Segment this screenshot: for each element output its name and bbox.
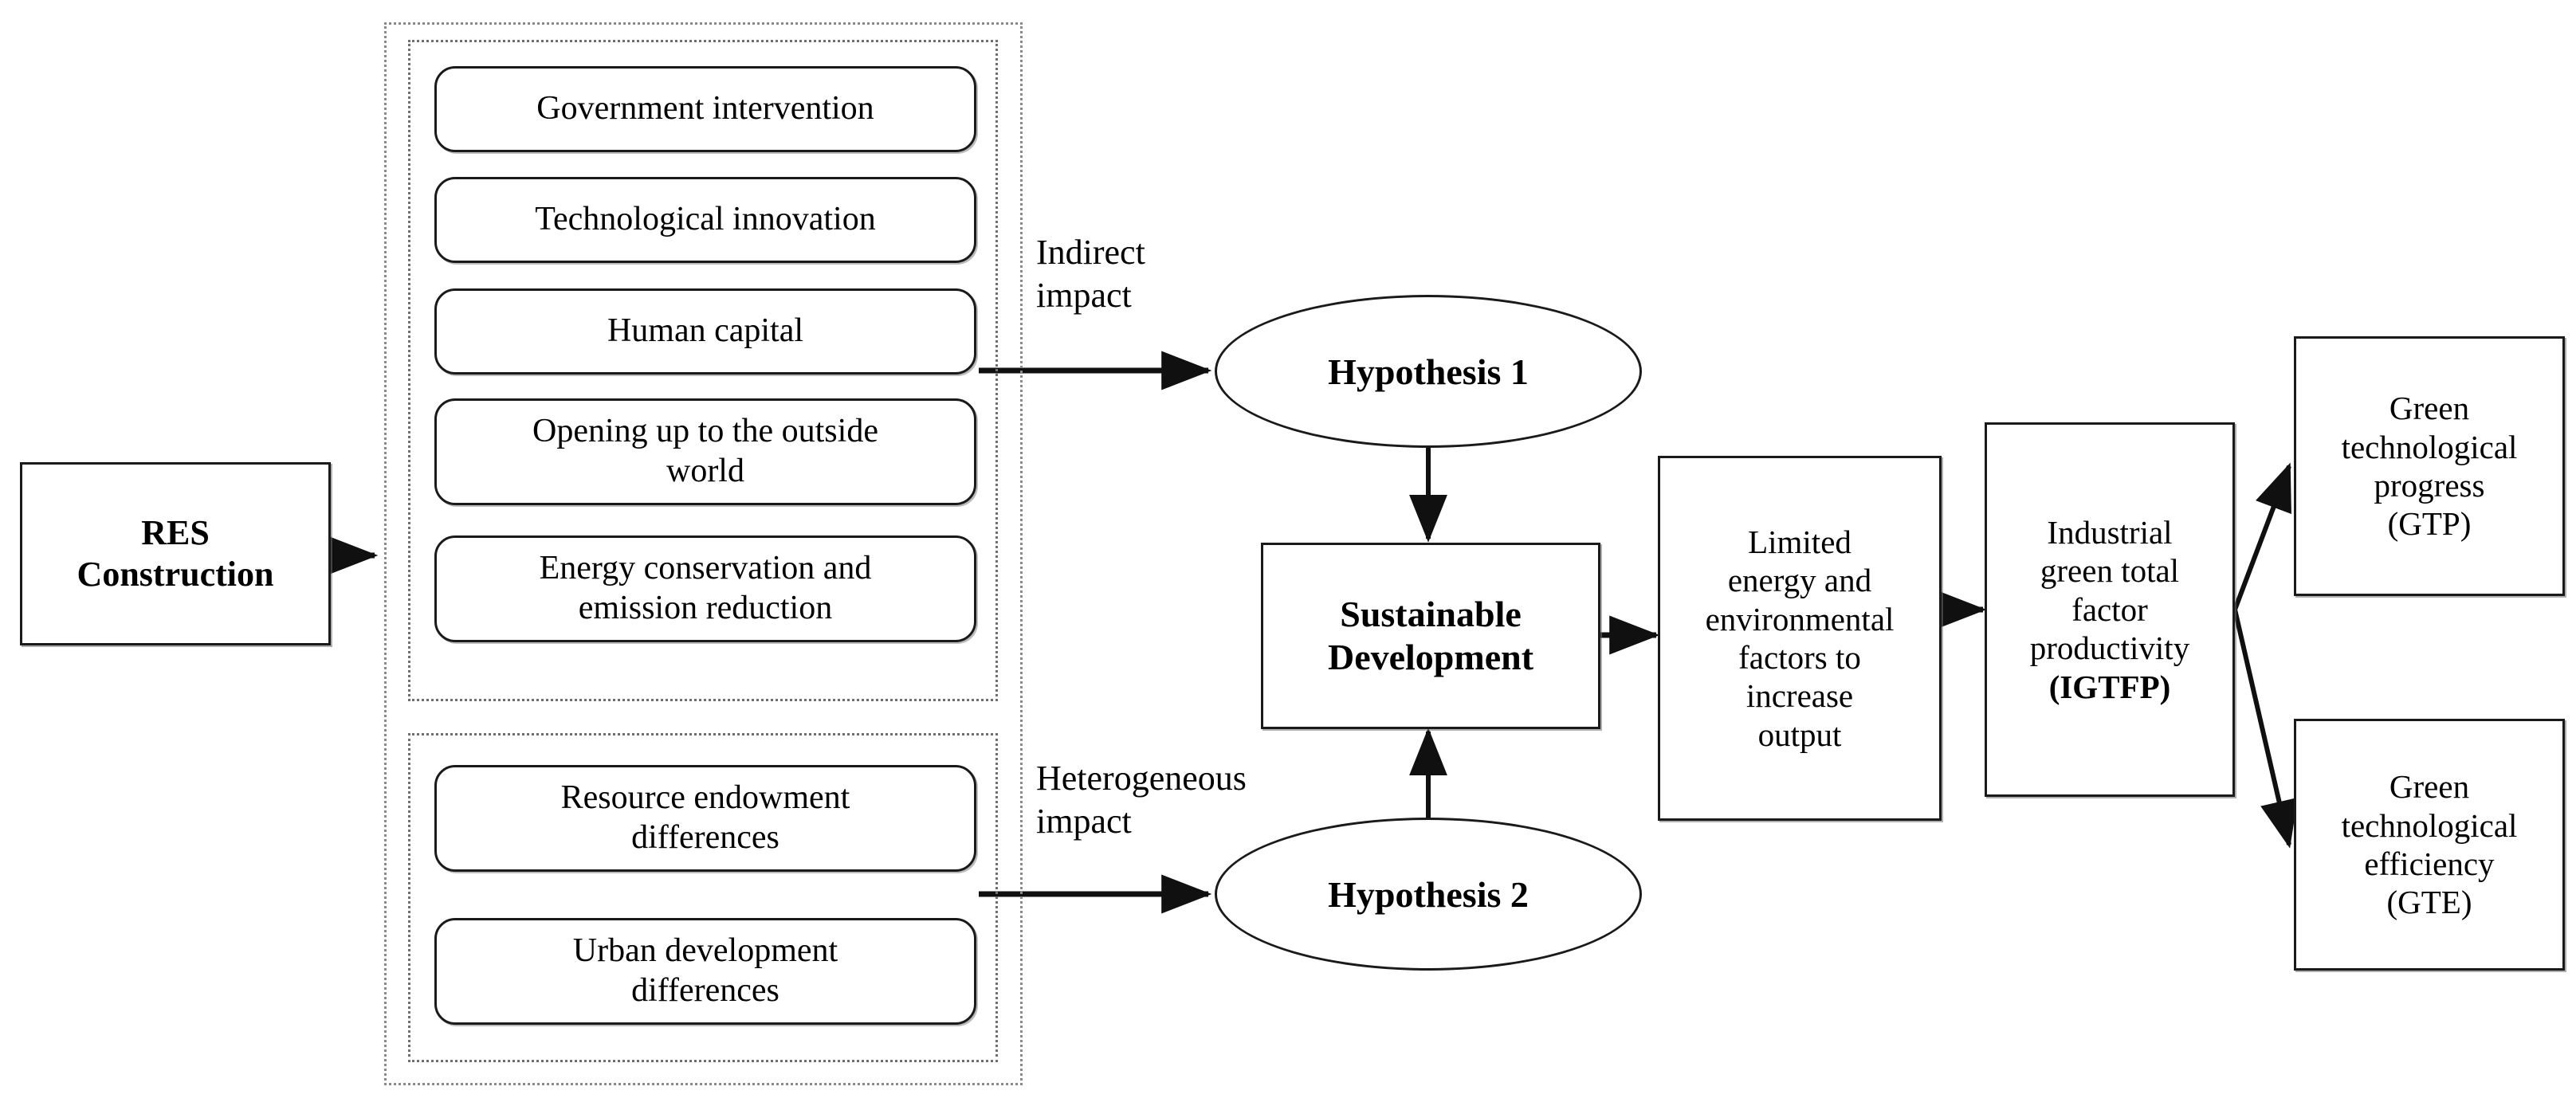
hypothesis-2-label: Hypothesis 2: [1328, 873, 1529, 915]
mechanism-item-label: Technological innovation: [535, 201, 876, 238]
heterogeneity-item-urban-development-differences[interactable]: Urban development differences: [434, 918, 976, 1025]
green-technological-progress-label: Green technological progress (GTP): [2341, 390, 2518, 543]
mechanism-item-government-intervention[interactable]: Government intervention: [434, 66, 976, 152]
mechanism-item-label: Government intervention: [536, 90, 874, 127]
igtfp-label-plain: Industrial green total factor productivi…: [2029, 514, 2190, 667]
green-technological-progress-node[interactable]: Green technological progress (GTP): [2294, 336, 2565, 596]
sustainable-development-node[interactable]: Sustainable Development: [1261, 543, 1600, 729]
mechanism-item-label: Energy conservation and emission reducti…: [539, 550, 872, 626]
mechanism-item-energy-conservation-emission-reduction[interactable]: Energy conservation and emission reducti…: [434, 535, 976, 642]
antecedents-outer-container: [384, 22, 1023, 1085]
hypothesis-2-node[interactable]: Hypothesis 2: [1215, 818, 1642, 971]
heterogeneity-item-label: Resource endowment differences: [560, 779, 850, 856]
mechanism-item-technological-innovation[interactable]: Technological innovation: [434, 177, 976, 263]
mechanism-group-container: [408, 40, 998, 701]
res-construction-label: RES Construction: [77, 513, 274, 594]
edge-label-heterogeneous-impact: Heterogeneous impact: [1036, 759, 1247, 841]
igtfp-label-acronym: (IGTFP): [2048, 668, 2171, 705]
hypothesis-1-node[interactable]: Hypothesis 1: [1215, 295, 1642, 448]
green-technological-efficiency-label: Green technological efficiency (GTE): [2341, 768, 2518, 921]
mechanism-item-label: Opening up to the outside world: [532, 413, 878, 489]
heterogeneity-group-container: [408, 733, 998, 1062]
mechanism-item-opening-up-outside-world[interactable]: Opening up to the outside world: [434, 398, 976, 505]
res-construction-node[interactable]: RES Construction: [20, 462, 331, 645]
heterogeneity-item-resource-endowment-differences[interactable]: Resource endowment differences: [434, 765, 976, 872]
edge-label-indirect-impact: Indirect impact: [1036, 233, 1145, 315]
igtfp-node[interactable]: Industrial green total factor productivi…: [1985, 422, 2235, 797]
hypothesis-1-label: Hypothesis 1: [1328, 351, 1529, 392]
limited-energy-constraint-node[interactable]: Limited energy and environmental factors…: [1658, 456, 1942, 821]
green-technological-efficiency-node[interactable]: Green technological efficiency (GTE): [2294, 719, 2565, 971]
edge-outcome-to-gtp: [2232, 462, 2291, 611]
heterogeneity-item-label: Urban development differences: [572, 932, 838, 1009]
sustainable-development-label: Sustainable Development: [1327, 593, 1534, 677]
limited-energy-constraint-label: Limited energy and environmental factors…: [1705, 523, 1895, 753]
mechanism-item-human-capital[interactable]: Human capital: [434, 288, 976, 375]
edge-outcome-to-gte: [2232, 609, 2298, 849]
mechanism-item-label: Human capital: [607, 312, 804, 350]
